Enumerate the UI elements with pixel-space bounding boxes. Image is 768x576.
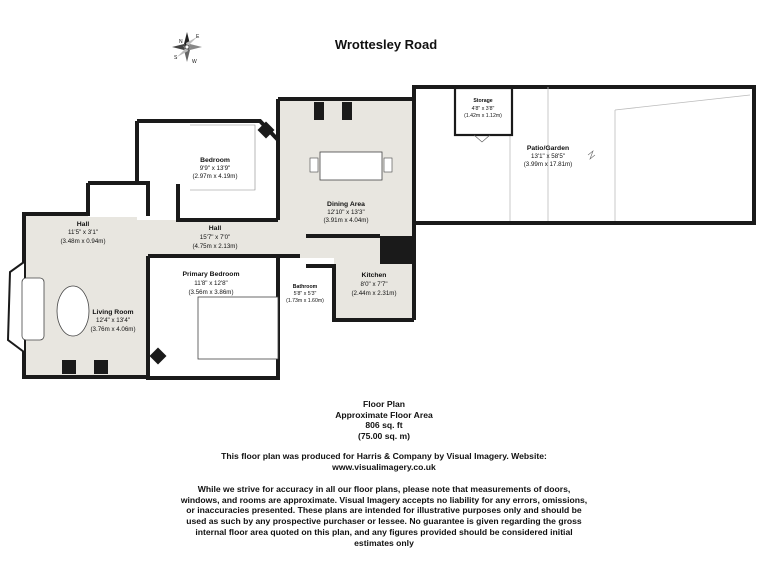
primary-bedroom-dims: 11'8" x 12'8" <box>194 280 227 287</box>
label-kitchen: Kitchen 8'0" x 7'7" (2.44m x 2.31m) <box>351 272 396 297</box>
label-bedroom: Bedroom 9'9" x 13'9" (2.97m x 4.19m) <box>192 157 237 180</box>
hall-center-dims: 15'7" x 7'0" <box>200 234 231 241</box>
primary-bedroom-name: Primary Bedroom <box>182 271 239 278</box>
compass-icon: N S E W <box>172 32 202 65</box>
living-metric: (3.76m x 4.06m) <box>90 326 135 333</box>
bedroom-bed <box>190 124 256 191</box>
primary-bedroom-metric: (3.56m x 3.86m) <box>188 289 233 296</box>
patio-metric: (3.99m x 17.81m) <box>524 161 573 168</box>
walls <box>22 97 416 380</box>
credit-website-link[interactable]: www.visualimagery.co.uk <box>332 461 436 472</box>
hall-left-dims: 11'5" x 3'1" <box>68 229 98 236</box>
floor-area-heading: Approximate Floor Area <box>335 409 433 420</box>
storage-dims: 4'8" x 3'8" <box>472 106 495 112</box>
plan-title-text: Wrottesley Road <box>334 37 438 52</box>
hall-left-metric: (3.48m x 0.94m) <box>60 238 105 245</box>
floor-area-sqft: 806 sq. ft <box>365 420 403 431</box>
compass-north-label: N <box>179 39 183 45</box>
label-living: Living Room 12'4" x 13'4" (3.76m x 4.06m… <box>90 309 135 333</box>
hall-center-name: Hall <box>209 225 222 232</box>
label-patio: Patio/Garden 13'1" x 58'5" (3.99m x 17.8… <box>524 145 573 168</box>
compass-south-label: S <box>174 55 178 61</box>
kitchen-dims: 8'0" x 7'7" <box>360 281 387 288</box>
bedroom-name: Bedroom <box>200 157 230 164</box>
kitchen-metric: (2.44m x 2.31m) <box>351 290 396 297</box>
dining-dims: 12'10" x 13'3" <box>327 209 364 216</box>
bedroom-dims: 9'9" x 13'9" <box>200 165 231 172</box>
credit-text: This floor plan was produced for Harris … <box>221 451 547 461</box>
compass-west-label: W <box>192 59 197 65</box>
kitchen-name: Kitchen <box>362 272 387 279</box>
floor-area-summary: Floor Plan Approximate Floor Area 806 sq… <box>0 399 768 441</box>
dining-name: Dining Area <box>327 201 365 208</box>
floor-plan: N S E W <box>6 32 756 380</box>
kitchen-appliance <box>380 236 414 264</box>
living-room-furniture <box>21 277 90 341</box>
label-storage: Storage 4'8" x 3'8" (1.42m x 1.12m) <box>464 98 502 119</box>
compass-east-label: E <box>196 34 200 40</box>
patio-name: Patio/Garden <box>527 145 569 152</box>
patio-dims: 13'1" x 58'5" <box>531 153 565 160</box>
living-name: Living Room <box>92 309 133 316</box>
label-bathroom: Bathroom 5'8" x 5'3" (1.73m x 1.60m) <box>286 284 324 304</box>
credit-block: This floor plan was produced for Harris … <box>0 451 768 472</box>
storage-name: Storage <box>473 98 492 104</box>
hall-left-name: Hall <box>77 221 90 228</box>
patio-garden <box>412 85 756 225</box>
dining-table <box>309 151 393 181</box>
hall-center-metric: (4.75m x 2.13m) <box>192 243 237 250</box>
floor-plan-heading: Floor Plan <box>362 399 406 409</box>
primary-bed <box>197 296 279 360</box>
label-dining: Dining Area 12'10" x 13'3" (3.91m x 4.04… <box>323 201 368 224</box>
plan-title: Wrottesley Road <box>0 37 768 52</box>
floor-area-sqm: (75.00 sq. m) <box>357 430 411 441</box>
disclaimer: While we strive for accuracy in all our … <box>180 484 588 548</box>
bathroom-name: Bathroom <box>293 284 318 290</box>
bedroom-metric: (2.97m x 4.19m) <box>192 173 237 180</box>
bathroom-metric: (1.73m x 1.60m) <box>286 298 324 304</box>
storage-metric: (1.42m x 1.12m) <box>464 113 502 119</box>
living-dims: 12'4" x 13'4" <box>96 317 130 324</box>
label-hall-left: Hall 11'5" x 3'1" (3.48m x 0.94m) <box>60 221 105 245</box>
dining-metric: (3.91m x 4.04m) <box>323 217 368 224</box>
label-hall-center: Hall 15'7" x 7'0" (4.75m x 2.13m) <box>192 225 237 250</box>
bathroom-dims: 5'8" x 5'3" <box>294 291 317 297</box>
label-primary-bedroom: Primary Bedroom 11'8" x 12'8" (3.56m x 3… <box>182 271 239 296</box>
